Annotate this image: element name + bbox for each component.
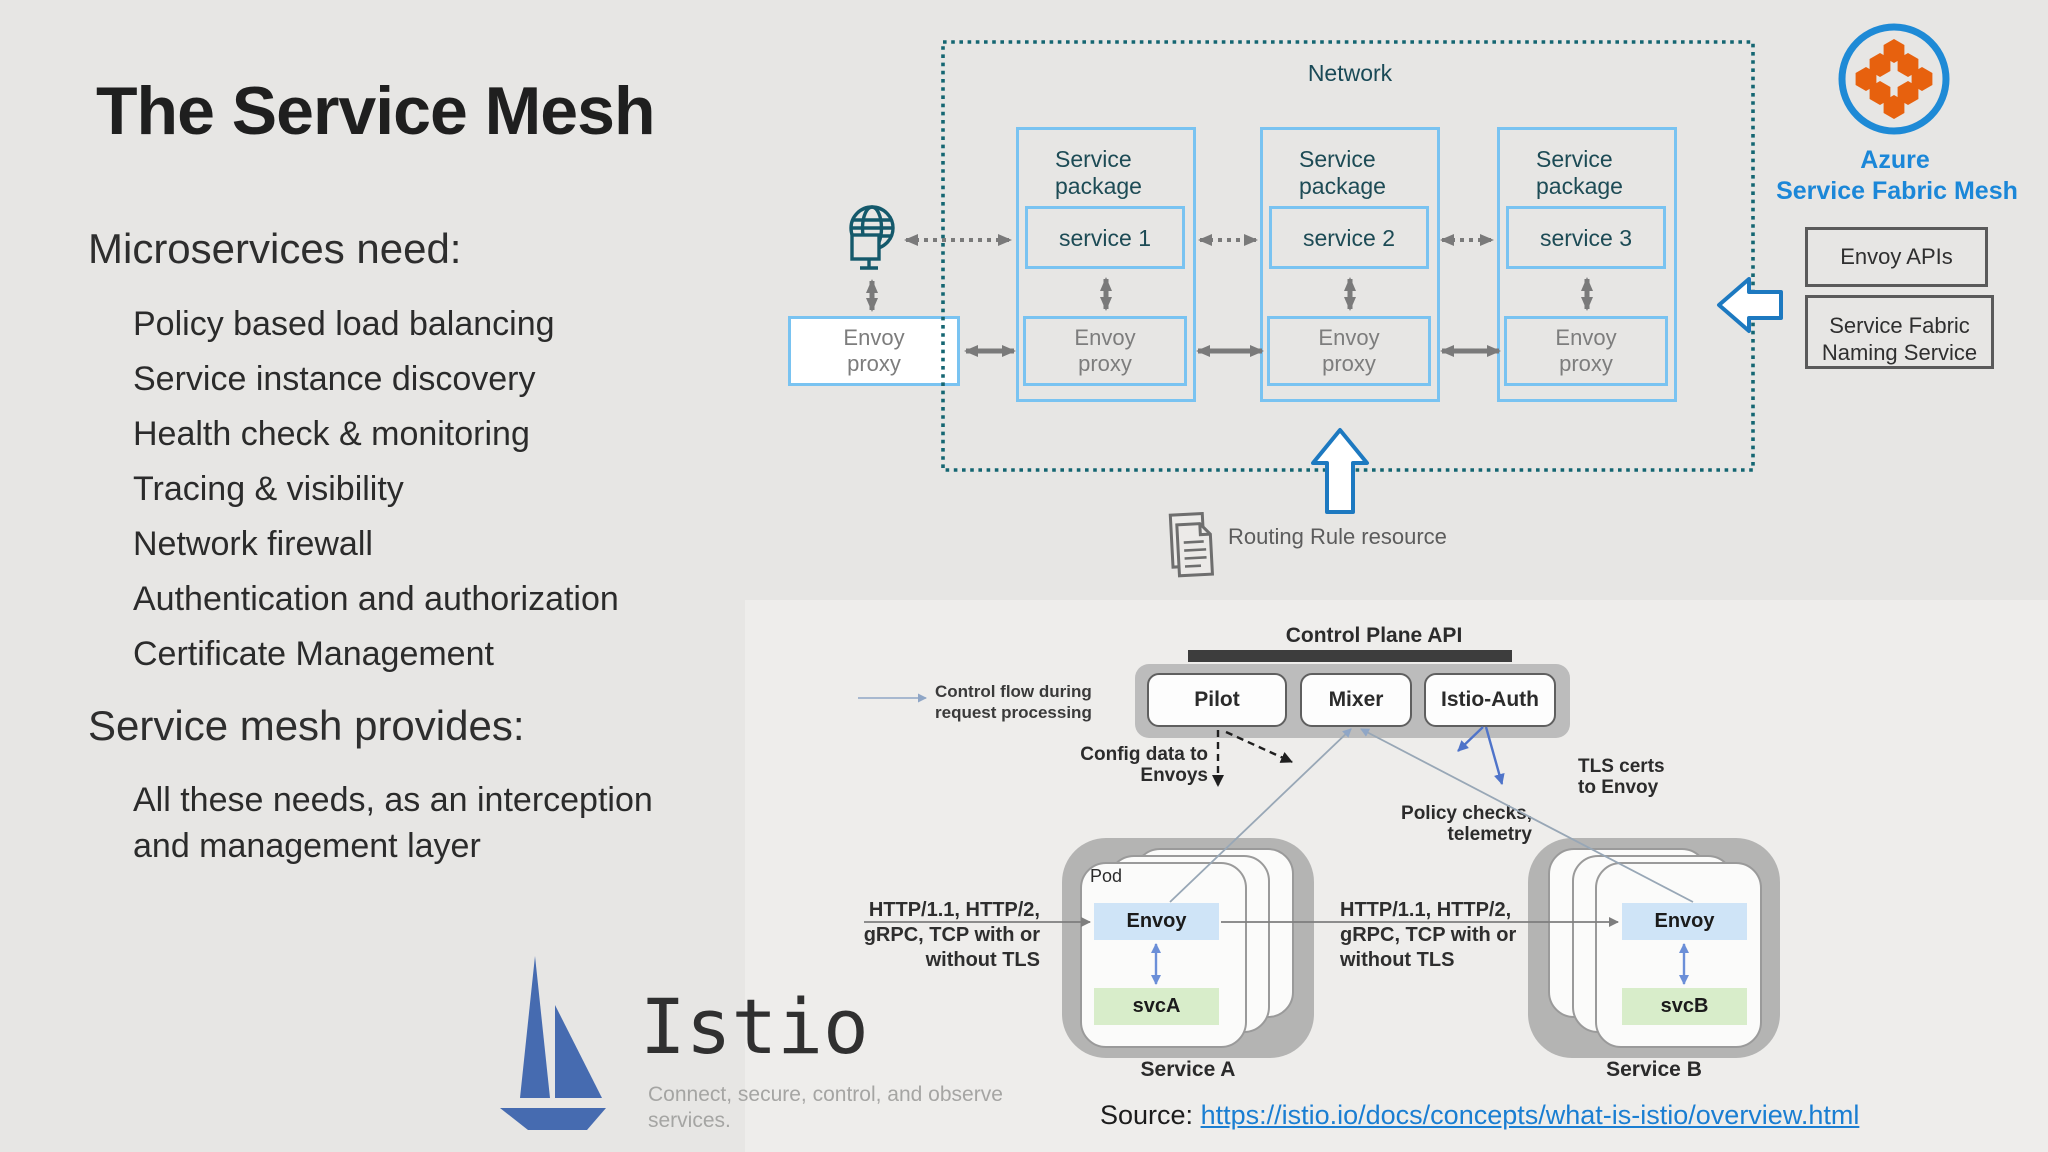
azure-left-arrow	[1717, 277, 1783, 333]
envoy-proxy-label: Envoy proxy	[1074, 325, 1136, 376]
envoy-proxy-label: Envoy proxy	[1318, 325, 1380, 376]
envoy-proxy-box-3: Envoy proxy	[1504, 316, 1668, 386]
needs-item: Network firewall	[133, 525, 373, 563]
tls-line2: to Envoy	[1578, 777, 1659, 798]
routing-rule-label: Routing Rule resource	[1228, 524, 1447, 549]
control-plane-api-title: Control Plane API	[1285, 624, 1463, 647]
policy-checks-annotation: Policy checks, telemetry	[1400, 803, 1532, 845]
needs-heading: Microservices need:	[88, 225, 462, 272]
needs-item: Policy based load balancing	[133, 305, 555, 343]
mixer-box: Mixer	[1300, 673, 1412, 727]
istio-tagline: Connect, secure, control, and observe se…	[648, 1082, 1003, 1134]
needs-item: Service instance discovery	[133, 360, 536, 398]
service-package-2: Service package service 2 Envoy proxy	[1260, 127, 1440, 402]
service-package-title: Service package	[1299, 146, 1386, 199]
envoy-proxy-box-1: Envoy proxy	[1023, 316, 1187, 386]
config-line2: Envoys	[1140, 765, 1208, 786]
tls-line1: TLS certs	[1578, 756, 1665, 777]
page-title: The Service Mesh	[96, 73, 655, 149]
routing-rule-up-arrow	[1311, 428, 1369, 514]
istio-auth-box: Istio-Auth	[1424, 673, 1556, 727]
pilot-box: Pilot	[1147, 673, 1287, 727]
istio-wordmark: Istio	[640, 982, 869, 1071]
naming-service-box: Service Fabric Naming Service	[1805, 295, 1994, 369]
source-line: Source: https://istio.io/docs/concepts/w…	[1100, 1100, 1859, 1131]
svcb-box: svcB	[1622, 988, 1747, 1025]
istio-tagline-line1: Connect, secure, control, and observe	[648, 1083, 1003, 1106]
legend-line2: request processing	[935, 703, 1092, 722]
service-3-box: service 3	[1506, 206, 1666, 269]
azure-service-fabric-mesh-icon	[1838, 23, 1950, 135]
envoy-proxy-box-2: Envoy proxy	[1267, 316, 1431, 386]
needs-item: Authentication and authorization	[133, 580, 619, 618]
legend-line1: Control flow during	[935, 682, 1092, 701]
config-data-annotation: Config data to Envoys	[1080, 744, 1208, 786]
needs-item: Health check & monitoring	[133, 415, 530, 453]
service-package-1: Service package service 1 Envoy proxy	[1016, 127, 1196, 402]
needs-item: Certificate Management	[133, 635, 494, 673]
provides-heading: Service mesh provides:	[88, 702, 525, 749]
control-plane-api-bar	[1188, 650, 1512, 662]
routing-rule-document-icon	[1168, 512, 1215, 578]
service-b-label: Service B	[1606, 1058, 1702, 1081]
service-a-label: Service A	[1140, 1058, 1236, 1081]
naming-service-line1: Service Fabric	[1829, 313, 1970, 338]
envoy-sidecar-b: Envoy	[1622, 903, 1747, 940]
pod-label: Pod	[1090, 866, 1123, 886]
policy-line2: telemetry	[1447, 824, 1533, 845]
needs-item: Tracing & visibility	[133, 470, 404, 508]
tls-certs-annotation: TLS certs to Envoy	[1578, 756, 1665, 798]
service-package-title: Service package	[1055, 146, 1142, 199]
service-1-box: service 1	[1025, 206, 1185, 269]
service-2-box: service 2	[1269, 206, 1429, 269]
network-label: Network	[1307, 60, 1393, 86]
istio-tagline-line2: services.	[648, 1109, 731, 1132]
http-b-line2: gRPC, TCP with or	[1340, 924, 1517, 946]
provides-line: All these needs, as an interception	[133, 781, 653, 819]
service-package-3: Service package service 3 Envoy proxy	[1497, 127, 1677, 402]
source-link[interactable]: https://istio.io/docs/concepts/what-is-i…	[1200, 1100, 1860, 1130]
naming-service-line2: Naming Service	[1821, 340, 1978, 365]
config-line1: Config data to	[1080, 744, 1208, 765]
needs-list: Policy based load balancing Service inst…	[133, 297, 619, 682]
envoy-apis-box: Envoy APIs	[1805, 227, 1988, 287]
http-label-a: HTTP/1.1, HTTP/2, gRPC, TCP with or with…	[860, 898, 1040, 973]
azure-title-line1: Azure	[1860, 146, 1930, 174]
provides-line: and management layer	[133, 827, 481, 865]
http-a-line2: gRPC, TCP with or	[863, 924, 1040, 946]
policy-line1: Policy checks,	[1401, 803, 1532, 824]
http-label-b: HTTP/1.1, HTTP/2, gRPC, TCP with or with…	[1340, 898, 1516, 973]
envoy-proxy-label: Envoy proxy	[1555, 325, 1617, 376]
envoy-proxy-label: Envoy proxy	[843, 325, 905, 376]
istio-sailboat-logo	[500, 956, 606, 1130]
envoy-sidecar-a: Envoy	[1094, 903, 1219, 940]
http-b-line1: HTTP/1.1, HTTP/2,	[1340, 899, 1512, 921]
http-a-line1: HTTP/1.1, HTTP/2,	[868, 899, 1040, 921]
internet-globe-icon	[849, 205, 895, 270]
edge-envoy-proxy-box: Envoy proxy	[788, 316, 960, 386]
source-label: Source:	[1100, 1100, 1194, 1130]
service-package-title: Service package	[1536, 146, 1623, 199]
http-a-line3: without TLS	[925, 949, 1040, 971]
http-b-line3: without TLS	[1340, 949, 1455, 971]
control-flow-legend: Control flow during request processing	[935, 681, 1092, 723]
azure-title-line2: Service Fabric Mesh	[1776, 177, 2018, 205]
svca-box: svcA	[1094, 988, 1219, 1025]
provides-list: All these needs, as an interception and …	[133, 777, 653, 869]
